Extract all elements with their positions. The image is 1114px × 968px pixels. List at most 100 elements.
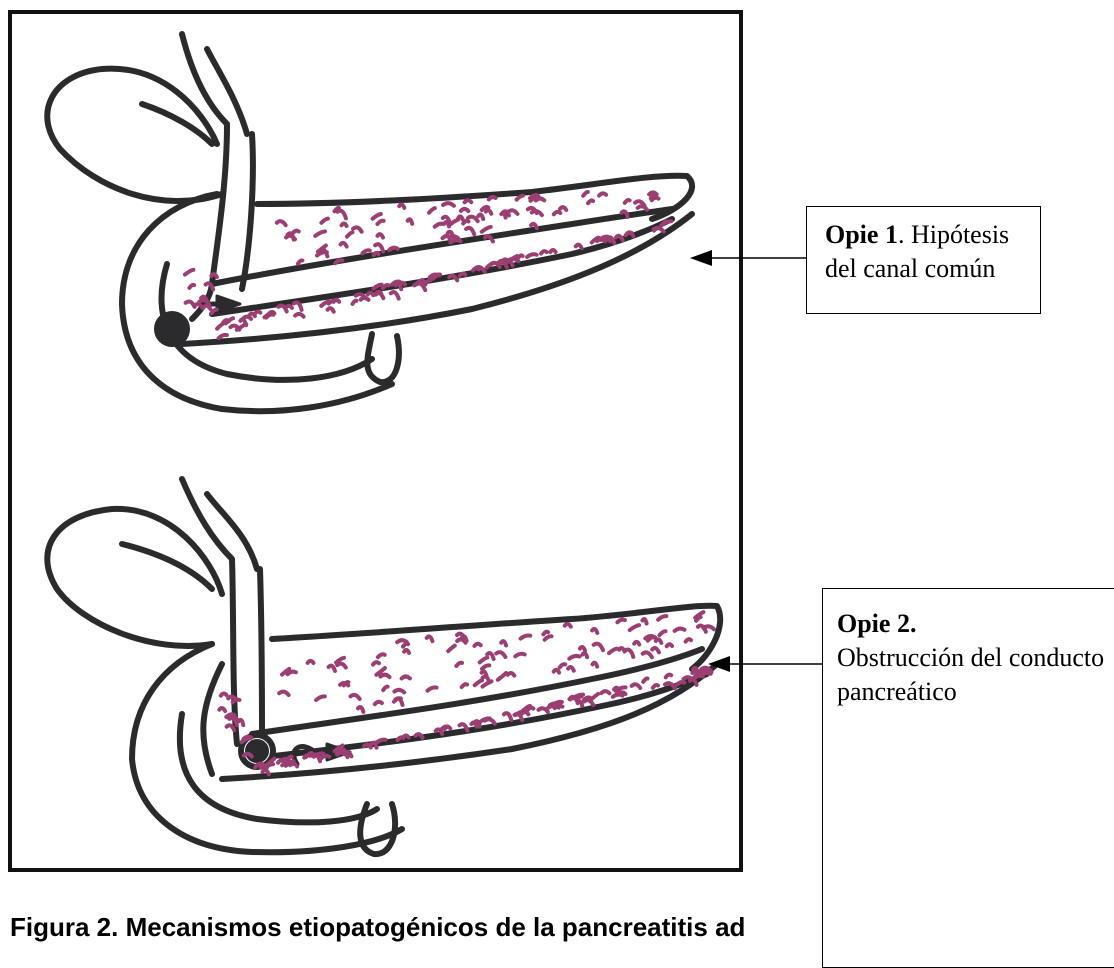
acinus-stroke [237,324,246,330]
acinus-stroke [435,224,444,227]
acinus-stroke [583,653,588,657]
acinus-stroke [373,214,381,219]
acinus-stroke [545,636,552,639]
acinus-stroke [249,314,255,317]
acinus-stroke [604,237,611,239]
acinus-stroke [389,248,398,250]
acinus-stroke [518,255,523,258]
acinus-stroke [342,223,347,226]
acinus-stroke [408,219,413,224]
acinus-stroke [338,752,347,754]
acinus-stroke [329,666,335,671]
acinus-stroke [677,682,684,685]
pancreas-head-lobe [203,664,222,774]
acinus-stroke [316,696,325,700]
acinus-stroke [450,240,460,242]
acinus-stroke [221,694,227,696]
acinus-stroke [693,668,698,672]
acinus-stroke [576,245,582,249]
acinus-stroke [642,619,646,623]
acinus-stroke [293,231,299,234]
gallbladder [47,69,222,201]
acinus-stroke [593,663,598,667]
common-bile-duct-inner [242,134,253,289]
acinus-stroke [189,285,194,288]
acinus-stroke [667,644,672,646]
acinus-stroke [599,193,606,195]
acinus-stroke [482,227,491,232]
acinus-stroke [521,635,531,638]
acinus-stroke [618,692,625,694]
callout-opie-1: Opie 1. Hipótesis del canal común [806,206,1041,314]
acinus-stroke [666,675,672,678]
acinus-stroke [632,684,641,688]
acinus-stroke [376,293,384,298]
acinus-stroke [353,301,357,304]
acinus-stroke [583,192,588,196]
acinus-stroke [652,648,659,652]
acinus-stroke [466,228,474,235]
acinus-stroke [527,254,537,257]
acinus-stroke [353,227,362,231]
callout-2-title: Opie 2. [837,609,916,638]
acinus-stroke [294,302,302,310]
acinus-stroke [486,210,492,214]
common-bile-duct [192,124,227,319]
callout-opie-2: Opie 2. Obstrucción del conducto pancreá… [822,588,1114,968]
acinus-stroke [308,661,314,663]
acinus-stroke [480,658,488,663]
acinus-stroke [554,670,559,673]
acinus-stroke [334,300,340,302]
acinus-stroke [645,636,655,638]
acinus-stroke [460,273,465,275]
acinus-stroke [594,644,603,651]
acinus-stroke [397,640,407,642]
callout-2-text: Obstrucción del conducto pancreático [837,643,1104,706]
acinus-stroke [570,697,575,700]
acinus-stroke [504,713,511,720]
duodenum-inner [162,264,372,380]
acinus-stroke [528,707,534,709]
acinus-stroke [321,219,328,223]
acinus-stroke [219,335,227,338]
acinus-stroke [404,650,409,653]
acinus-stroke [373,662,379,664]
acinus-stroke [660,631,666,635]
acinus-stroke [517,196,523,200]
acinus-stroke [337,664,346,668]
acinus-stroke [228,696,235,698]
acinus-stroke [649,192,657,194]
acinus-stroke [277,221,286,225]
acinus-stroke [496,652,505,657]
ampulla [157,314,187,344]
pancreas-drawing-1 [47,34,692,411]
acinus-stroke [341,243,347,247]
acinus-stroke [656,639,662,643]
acinus-stroke [630,625,639,630]
acinus-stroke [584,697,591,700]
acinus-stroke [543,632,548,635]
acinus-stroke [654,228,661,231]
figure-frame [8,10,743,872]
acinus-stroke [658,616,666,620]
acinus-stroke [383,687,387,691]
acinus-stroke [588,200,593,203]
acinus-stroke [295,314,303,317]
acinus-stroke [315,231,325,236]
acinus-stroke [226,714,234,717]
acinus-stroke [508,673,515,676]
acinus-stroke [643,678,647,681]
acinus-stroke [465,200,472,202]
pancreas-illustrations [12,14,739,868]
acinus-stroke [338,211,346,219]
acinus-stroke [565,624,571,627]
acinus-stroke [554,212,561,214]
acinus-stroke [475,680,482,685]
callout-1-arrow [690,246,810,270]
acinus-stroke [448,646,455,652]
acinus-stroke [578,702,583,706]
acinus-stroke [643,652,652,657]
acinus-stroke [304,755,309,758]
acinus-stroke [347,232,352,236]
acinus-stroke [282,759,289,761]
